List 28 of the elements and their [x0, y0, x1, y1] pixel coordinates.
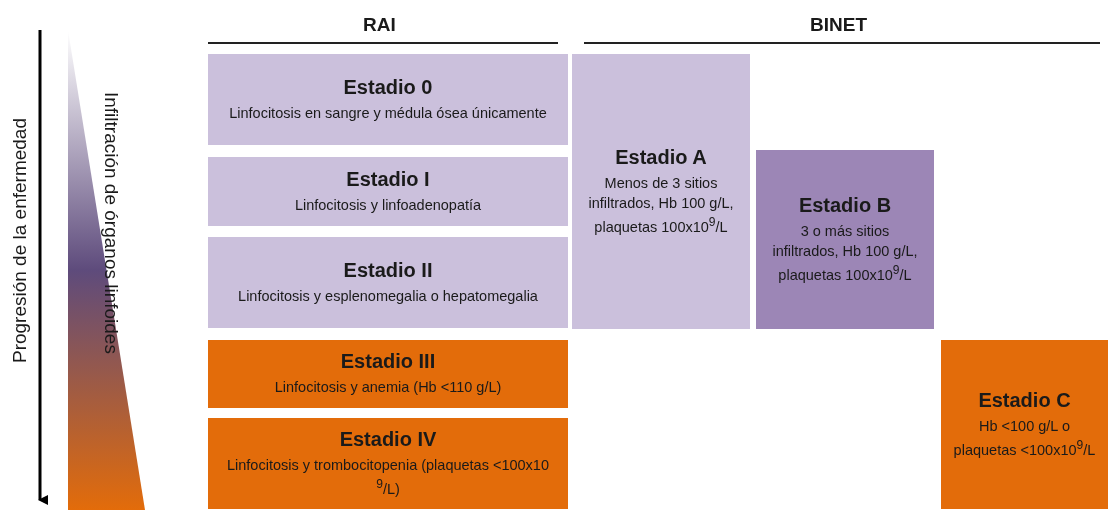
- stage-box: [208, 237, 568, 328]
- stage-description: Linfocitosis en sangre y médula ósea únicamente: [229, 103, 547, 123]
- axis-label: Progresión de la enfermedad: [9, 118, 31, 364]
- axis-label: Infiltración de órganos linfoides: [100, 92, 122, 354]
- stage-heading: Estadio I: [346, 167, 430, 191]
- stage-heading: Estadio A: [615, 146, 707, 170]
- stage-heading: Estadio IV: [339, 428, 437, 452]
- stage-description: Menos de 3 sitios infiltrados, Hb 100 g/L, plaquetas 100x10$^{9}$/L: [587, 174, 735, 237]
- stage-description: Linfocitosis y anemia (Hb <110 g/L): [274, 378, 502, 398]
- stage-box: [208, 54, 568, 145]
- stage-description: Linfocitosis y linfoadenopatía: [294, 195, 482, 215]
- stage-heading: Estadio II: [343, 258, 433, 282]
- stage-description: Linfocitosis y esplenomegalia o hepatomegalia: [238, 286, 538, 306]
- stage-heading: Estadio 0: [343, 75, 433, 99]
- stage-box: [941, 340, 1108, 509]
- stage-heading: Estadio C: [978, 389, 1071, 413]
- stage-box: [208, 340, 568, 408]
- stage-description: Linfocitosis y trombocitopenia (plaquetas <100x10 $^{9}$/L): [226, 456, 550, 499]
- stage-description: 3 o más sitios infiltrados, Hb 100 g/L, plaquetas 100x10$^{9}$/L: [771, 222, 919, 285]
- column-header: RAI: [363, 14, 396, 36]
- stage-heading: Estadio B: [798, 194, 892, 218]
- stage-box: [572, 54, 750, 329]
- stage-heading: Estadio III: [340, 350, 436, 374]
- column-header: BINET: [810, 14, 867, 36]
- stage-description: Hb <100 g/L o plaquetas <100x10$^{9}$/L: [952, 417, 1097, 460]
- stage-box: [756, 150, 934, 329]
- stage-box: [208, 418, 568, 509]
- stage-box: [208, 157, 568, 226]
